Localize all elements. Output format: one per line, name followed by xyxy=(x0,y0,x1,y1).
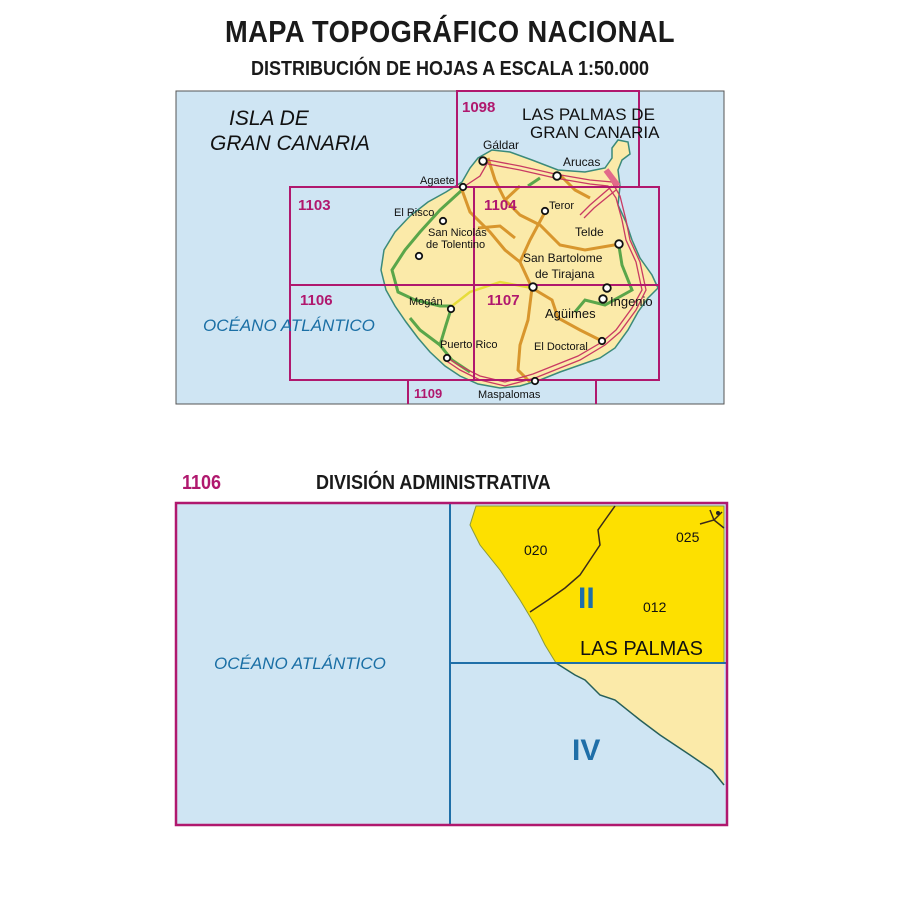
secondary-roads xyxy=(460,157,621,384)
quadrant-iv: IV xyxy=(572,734,600,767)
place-galdar: Gáldar xyxy=(483,138,519,152)
province-label: LAS PALMAS xyxy=(580,638,703,660)
place-aguimes: Agüimes xyxy=(545,306,596,321)
municipality-012: 012 xyxy=(643,599,667,615)
municipality-025: 025 xyxy=(676,529,700,545)
quadrant-ii: II xyxy=(578,582,595,615)
subtitle: DISTRIBUCIÓN DE HOJAS A ESCALA 1:50.000 xyxy=(250,58,650,80)
road-east xyxy=(573,239,634,313)
province-las-palmas-area xyxy=(469,505,725,664)
place-de-tolentino: de Tolentino xyxy=(426,239,485,251)
island-title-line1: ISLA DE xyxy=(229,107,310,130)
sheet-number-1104[interactable]: 1104 xyxy=(484,197,517,214)
place-el-risco: El Risco xyxy=(394,207,434,219)
main-title: MAPA TOPOGRÁFICO NACIONAL xyxy=(224,14,676,49)
ocean-label: OCÉANO ATLÁNTICO xyxy=(203,316,375,335)
quadrant-dividers xyxy=(449,503,727,825)
sheet-number-1109[interactable]: 1109 xyxy=(414,386,442,401)
sheet-number-1098[interactable]: 1098 xyxy=(462,99,495,116)
admin-map-header: 1106 DIVISIÓN ADMINISTRATIVA xyxy=(176,472,727,500)
place-telde: Telde xyxy=(575,225,604,239)
road-west xyxy=(390,188,464,308)
municipal-boundary xyxy=(529,505,616,613)
place-el-doctoral: El Doctoral xyxy=(534,341,588,353)
admin-map-title: DIVISIÓN ADMINISTRATIVA xyxy=(316,472,551,494)
admin-sheet-number: 1106 xyxy=(182,472,222,494)
place-san-nicolas: San Nicolás xyxy=(428,227,487,239)
place-mogan: Mogán xyxy=(409,296,443,308)
admin-map: OCÉANO ATLÁNTICO II IV 020 025 012 LAS P… xyxy=(174,501,729,827)
place-ingenio: Ingenio xyxy=(610,294,653,309)
place-puerto-rico: Puerto Rico xyxy=(440,339,497,351)
sheet-number-1107[interactable]: 1107 xyxy=(487,292,520,309)
town-markers xyxy=(414,156,624,386)
place-teror: Teror xyxy=(549,200,574,212)
municipality-020: 020 xyxy=(524,542,548,558)
sheet-grid xyxy=(289,90,660,404)
sheet-number-1106[interactable]: 1106 xyxy=(300,292,333,309)
island-title-line2: GRAN CANARIA xyxy=(210,132,370,155)
place-san-bartolome: San Bartolome xyxy=(523,251,603,265)
place-de-tirajana: de Tirajana xyxy=(535,267,595,281)
sheet-number-1103[interactable]: 1103 xyxy=(298,197,331,214)
city-title-line1: LAS PALMAS DE xyxy=(522,105,655,124)
city-title-line2: GRAN CANARIA xyxy=(530,123,660,142)
place-agaete: Agaete xyxy=(420,175,455,187)
place-arucas: Arucas xyxy=(563,155,600,169)
place-maspalomas: Maspalomas xyxy=(478,389,541,401)
admin-map-frame xyxy=(174,501,729,827)
admin-ocean-label: OCÉANO ATLÁNTICO xyxy=(214,654,386,673)
